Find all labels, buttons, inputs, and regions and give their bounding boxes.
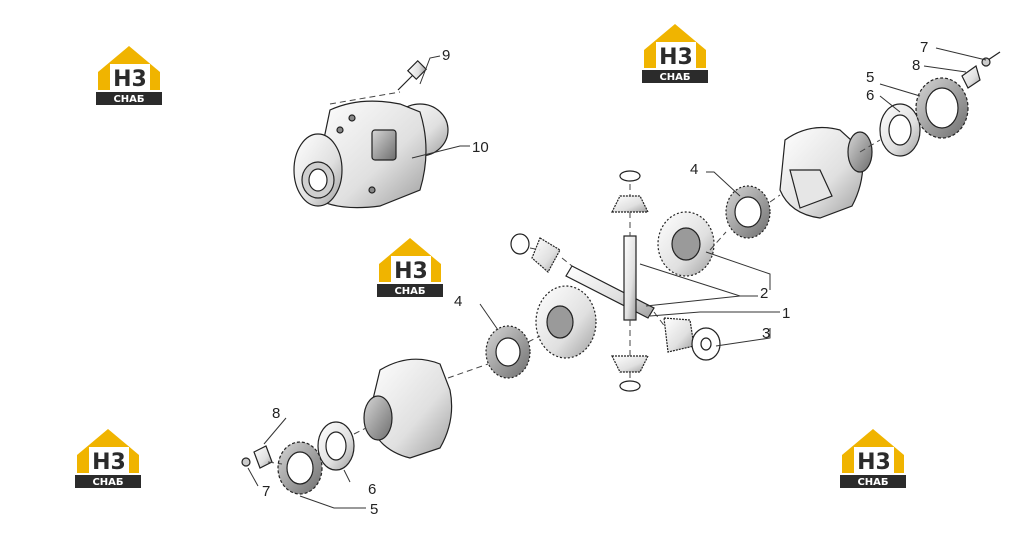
callout-6-left: 6 [368,481,376,498]
lock-plate-part-8-right [961,51,1001,89]
callout-4-left: 4 [454,293,462,310]
callout-5-left: 5 [370,501,378,518]
leader-lines [247,47,987,509]
house-watermark-icon: H3 CHAБ [377,238,443,297]
friction-disc-part-4-right [725,185,771,239]
pinion-gear-right [663,317,721,361]
svg-text:H3: H3 [92,450,126,475]
callout-1: 1 [782,305,790,322]
callout-7-left: 7 [262,483,270,500]
callout-8-right: 8 [912,57,920,74]
logo-bottom-right: H3 CHAБ [838,425,908,489]
house-watermark-icon: H3 CHAБ [75,429,141,488]
callout-3: 3 [762,325,770,342]
callout-2: 2 [760,285,768,302]
callout-7-right: 7 [920,39,928,56]
house-watermark-icon: H3 CHAБ [840,429,906,488]
assembly-axis-lines [267,91,881,465]
callout-6-right: 6 [866,87,874,104]
svg-text:H3: H3 [857,450,891,475]
carrier-half-right [779,127,873,219]
bearing-part-6-right [879,103,921,157]
logo-top-center: H3 CHAБ [640,20,710,84]
svg-text:H3: H3 [659,45,693,70]
lock-plate-part-8-left [241,445,273,469]
svg-text:CHAБ: CHAБ [857,477,888,488]
adjusting-ring-part-5-right [915,77,969,139]
friction-disc-part-4-left [485,325,531,379]
cross-shaft-part-1 [565,235,655,321]
logo-top-left: H3 CHAБ [94,42,164,106]
logo-middle-left: H3 CHAБ [375,234,445,298]
callout-9: 9 [442,47,450,64]
callout-4-right: 4 [690,161,698,178]
side-gear-left [535,285,597,359]
bolt-part-9 [397,59,428,91]
house-watermark-icon: H3 CHAБ [96,46,162,105]
svg-text:CHAБ: CHAБ [659,72,690,83]
adjusting-ring-part-5-left [277,441,323,495]
pinion-gear-top [611,170,649,213]
house-watermark-icon: H3 CHAБ [642,24,708,83]
pinion-gear-left [510,233,561,273]
callout-8-left: 8 [272,405,280,422]
svg-text:CHAБ: CHAБ [92,477,123,488]
svg-text:CHAБ: CHAБ [113,94,144,105]
pinion-gear-bottom [611,355,649,392]
callout-5-right: 5 [866,69,874,86]
side-gear-right [657,211,715,277]
callout-10: 10 [472,139,489,156]
svg-text:CHAБ: CHAБ [394,286,425,297]
svg-text:H3: H3 [113,67,147,92]
bearing-part-6-left [317,421,355,471]
carrier-half-left [363,358,453,459]
logo-bottom-left: H3 CHAБ [73,425,143,489]
svg-text:H3: H3 [394,259,428,284]
callout-labels: 9 10 1 2 3 4 4 5 6 7 8 8 7 6 5 [262,39,928,518]
